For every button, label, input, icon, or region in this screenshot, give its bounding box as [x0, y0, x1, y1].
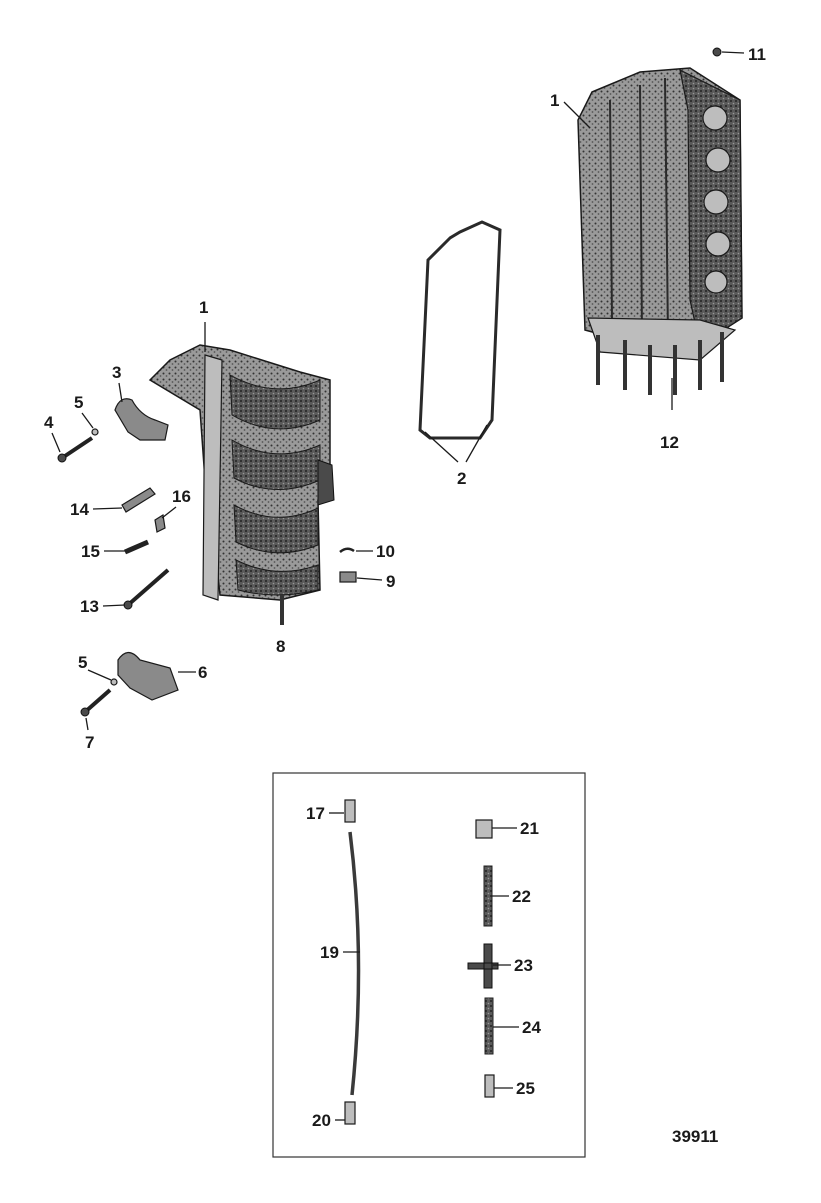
callout-1-top: 1: [550, 91, 559, 110]
plug-part-9: [339, 571, 357, 583]
gasket-part: [418, 220, 502, 440]
screw-part-4: [57, 436, 94, 463]
tee-part-23: [467, 943, 499, 989]
fitting-part-25: [484, 1074, 495, 1098]
callout-25: 25: [516, 1079, 535, 1098]
callout-17: 17: [306, 804, 325, 823]
bracket-part-3: [114, 398, 169, 441]
callout-20: 20: [312, 1111, 331, 1130]
clip-part-16: [154, 514, 166, 533]
screw-part-15: [124, 539, 149, 555]
callout-1-left: 1: [199, 298, 208, 317]
callout-5-top: 5: [74, 393, 83, 412]
callout-3: 3: [112, 363, 121, 382]
spring-part-10: [339, 547, 355, 553]
fitting-part-14: [121, 487, 156, 513]
callout-9: 9: [386, 572, 395, 591]
callout-21: 21: [520, 819, 539, 838]
callout-24: 24: [522, 1018, 541, 1037]
callout-11: 11: [748, 45, 766, 64]
cylinder-block-part: [577, 67, 743, 361]
plug-part-11: [712, 47, 722, 57]
washer-part-5-top: [91, 428, 99, 436]
callout-8: 8: [276, 637, 285, 656]
fitting-part-20: [344, 1101, 356, 1125]
stud-part-13: [123, 568, 170, 610]
callout-7: 7: [85, 733, 94, 752]
callout-5-bottom: 5: [78, 653, 87, 672]
bracket-part-6: [117, 651, 179, 701]
callout-22: 22: [512, 887, 531, 906]
rod-part-22: [483, 865, 493, 927]
callout-2: 2: [457, 469, 466, 488]
callout-4: 4: [44, 413, 54, 432]
crankcase-cover-part: [148, 344, 335, 601]
block-studs-part: [596, 332, 724, 395]
callout-6: 6: [198, 663, 207, 682]
callout-16: 16: [172, 487, 191, 506]
callout-14: 14: [70, 500, 89, 519]
rod-part-24: [484, 997, 494, 1055]
figure-number: 39911: [672, 1127, 718, 1146]
screw-part-7: [80, 688, 112, 717]
callout-12: 12: [660, 433, 679, 452]
callout-group-main: 1 11 12 2 1 3 5 4 14 16 15 13 10 9 8 5 6: [44, 45, 766, 752]
callout-13: 13: [80, 597, 99, 616]
callout-19: 19: [320, 943, 339, 962]
callout-23: 23: [514, 956, 533, 975]
callout-15: 15: [81, 542, 100, 561]
fitting-part-21: [475, 819, 493, 839]
callout-10: 10: [376, 542, 395, 561]
washer-part-5-bottom: [110, 678, 118, 686]
fitting-part-17: [344, 799, 356, 823]
detail-inset: 17 19 20 21 22 23 24 25: [272, 772, 586, 1158]
cable-part-19: [348, 831, 361, 1096]
